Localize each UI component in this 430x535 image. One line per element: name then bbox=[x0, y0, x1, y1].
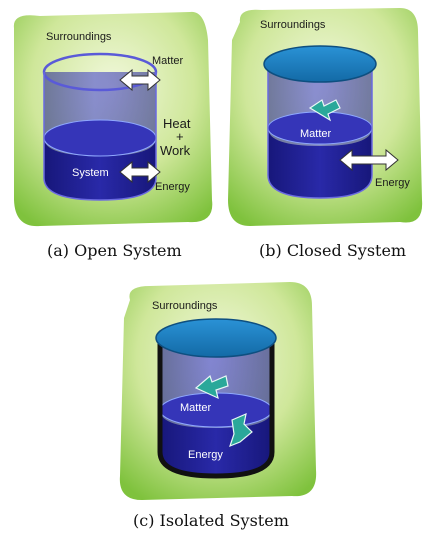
open-work-label: Work bbox=[160, 143, 191, 158]
closed-energy-label: Energy bbox=[375, 177, 410, 189]
closed-caption: (b) Closed System bbox=[259, 241, 406, 260]
open-system-label: System bbox=[72, 167, 109, 179]
open-plus-label: + bbox=[176, 129, 184, 144]
open-system-panel: Surroundings Matter Heat + Work System E… bbox=[13, 11, 213, 260]
isolated-matter-label: Matter bbox=[180, 402, 212, 414]
open-caption: (a) Open System bbox=[47, 241, 182, 260]
open-energy-arrow-icon bbox=[119, 160, 161, 184]
isolated-insulation-wall bbox=[157, 340, 275, 479]
open-surroundings-label: Surroundings bbox=[46, 31, 112, 43]
closed-beaker bbox=[263, 45, 377, 199]
closed-energy-arrow-icon bbox=[339, 148, 399, 172]
closed-system-panel: Surroundings Matter Energy (b) Closed Sy… bbox=[228, 8, 423, 260]
isolated-energy-arrow-icon bbox=[229, 412, 253, 448]
isolated-caption: (c) Isolated System bbox=[133, 511, 289, 530]
closed-lid bbox=[263, 45, 377, 83]
open-matter-label: Matter bbox=[152, 55, 184, 67]
open-matter-arrow-icon bbox=[119, 68, 161, 92]
isolated-matter-arrow-icon bbox=[194, 374, 229, 400]
open-heat-label: Heat bbox=[163, 116, 191, 131]
isolated-energy-label: Energy bbox=[188, 449, 223, 461]
closed-surroundings-label: Surroundings bbox=[260, 19, 326, 31]
open-energy-label: Energy bbox=[155, 181, 190, 193]
isolated-lid bbox=[155, 318, 277, 358]
closed-matter-arrow-icon bbox=[308, 99, 341, 122]
isolated-system-panel: Surroundings Matter Energy (c) Isolated … bbox=[119, 282, 317, 530]
closed-matter-label: Matter bbox=[300, 128, 332, 140]
isolated-surroundings-label: Surroundings bbox=[152, 300, 218, 312]
